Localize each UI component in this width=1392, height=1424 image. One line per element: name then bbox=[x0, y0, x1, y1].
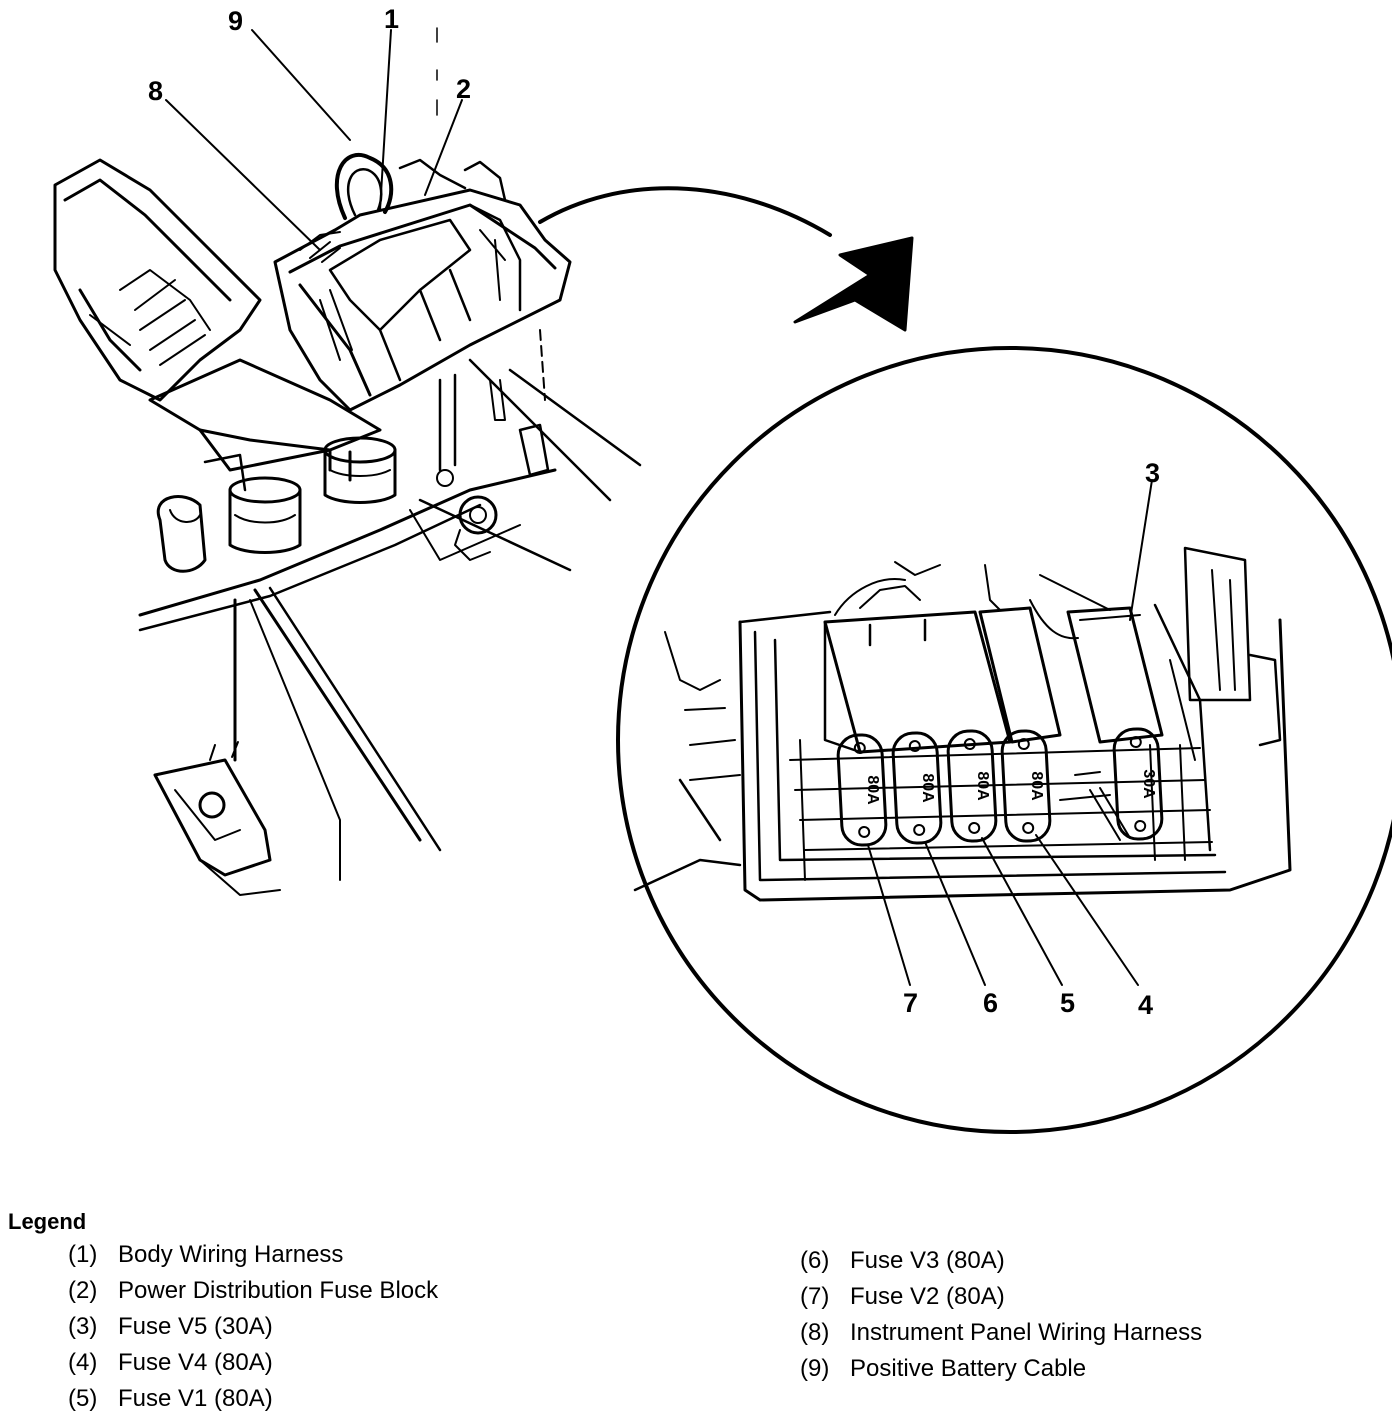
fuse-v4 bbox=[1000, 729, 1052, 843]
fuse-v1 bbox=[946, 729, 998, 843]
legend-item-number: (4) bbox=[68, 1349, 98, 1376]
legend-item-text: Power Distribution Fuse Block bbox=[118, 1277, 439, 1304]
legend-item: (8) Instrument Panel Wiring Harness bbox=[800, 1315, 1202, 1351]
legend-item: (2) Power Distribution Fuse Block bbox=[68, 1273, 438, 1309]
fuse-v3 bbox=[891, 731, 943, 845]
legend-item: (6) Fuse V3 (80A) bbox=[800, 1243, 1202, 1279]
callout-2: 2 bbox=[456, 74, 471, 104]
legend-item-number: (7) bbox=[800, 1283, 830, 1310]
fuse-block-detail bbox=[633, 546, 1292, 902]
legend-title: Legend bbox=[8, 1209, 87, 1234]
positive-battery-cable bbox=[334, 152, 394, 220]
callout-4: 4 bbox=[1138, 990, 1153, 1020]
fuse-block-diagram: 80A 80A 80A 80A 30A 9 1 2 8 3 7 6 5 4 bbox=[53, 4, 1392, 1134]
legend-item-text: Fuse V1 (80A) bbox=[118, 1385, 273, 1412]
legend-item-text: Body Wiring Harness bbox=[118, 1241, 344, 1268]
callout-8: 8 bbox=[148, 76, 163, 106]
legend-item-number: (1) bbox=[68, 1241, 98, 1268]
callout-1: 1 bbox=[384, 4, 399, 34]
legend-item-number: (9) bbox=[800, 1355, 830, 1382]
legend-item-text: Fuse V4 (80A) bbox=[118, 1349, 273, 1376]
engine-compartment-overview bbox=[53, 27, 642, 896]
callout-9: 9 bbox=[228, 6, 243, 36]
legend-item: (4) Fuse V4 (80A) bbox=[68, 1345, 438, 1381]
legend-item-text: Instrument Panel Wiring Harness bbox=[850, 1319, 1203, 1346]
legend-item-number: (8) bbox=[800, 1319, 830, 1346]
fuse-v2-rating: 80A bbox=[864, 775, 881, 805]
legend-column-right: (6) Fuse V3 (80A) (7) Fuse V2 (80A) (8) Ins… bbox=[800, 1243, 1202, 1387]
legend-item: (5) Fuse V1 (80A) bbox=[68, 1381, 438, 1417]
leader-lines-overview bbox=[165, 29, 463, 251]
fuse-v2 bbox=[836, 733, 888, 847]
legend-item-number: (2) bbox=[68, 1277, 98, 1304]
callout-6: 6 bbox=[983, 988, 998, 1018]
legend-item: (3) Fuse V5 (30A) bbox=[68, 1309, 438, 1345]
legend-item: (1) Body Wiring Harness bbox=[68, 1237, 438, 1273]
legend-item-text: Fuse V3 (80A) bbox=[850, 1247, 1005, 1274]
legend-item: (9) Positive Battery Cable bbox=[800, 1351, 1202, 1387]
detail-magnifier-circle bbox=[616, 346, 1392, 1134]
legend: Legend (1) Body Wiring Harness (2) Power D… bbox=[0, 1205, 1392, 1424]
leader-lines-detail bbox=[867, 479, 1153, 986]
legend-item-number: (5) bbox=[68, 1385, 98, 1412]
fuse-v4-rating: 80A bbox=[1028, 771, 1045, 801]
legend-item-number: (3) bbox=[68, 1313, 98, 1340]
legend-item-text: Fuse V2 (80A) bbox=[850, 1283, 1005, 1310]
callout-7: 7 bbox=[903, 988, 918, 1018]
legend-item-number: (6) bbox=[800, 1247, 830, 1274]
fuse-v3-rating: 80A bbox=[919, 773, 936, 803]
fuse-v5-rating: 30A bbox=[1140, 769, 1157, 799]
legend-column-left: (1) Body Wiring Harness (2) Power Distribu… bbox=[68, 1237, 438, 1417]
legend-item-text: Positive Battery Cable bbox=[850, 1355, 1087, 1382]
fuse-v5 bbox=[1112, 727, 1164, 841]
callout-5: 5 bbox=[1060, 988, 1075, 1018]
zoom-arrow bbox=[538, 186, 914, 332]
callout-3: 3 bbox=[1145, 458, 1160, 488]
fuse-v1-rating: 80A bbox=[974, 771, 991, 801]
legend-item-text: Fuse V5 (30A) bbox=[118, 1313, 273, 1340]
legend-item: (7) Fuse V2 (80A) bbox=[800, 1279, 1202, 1315]
